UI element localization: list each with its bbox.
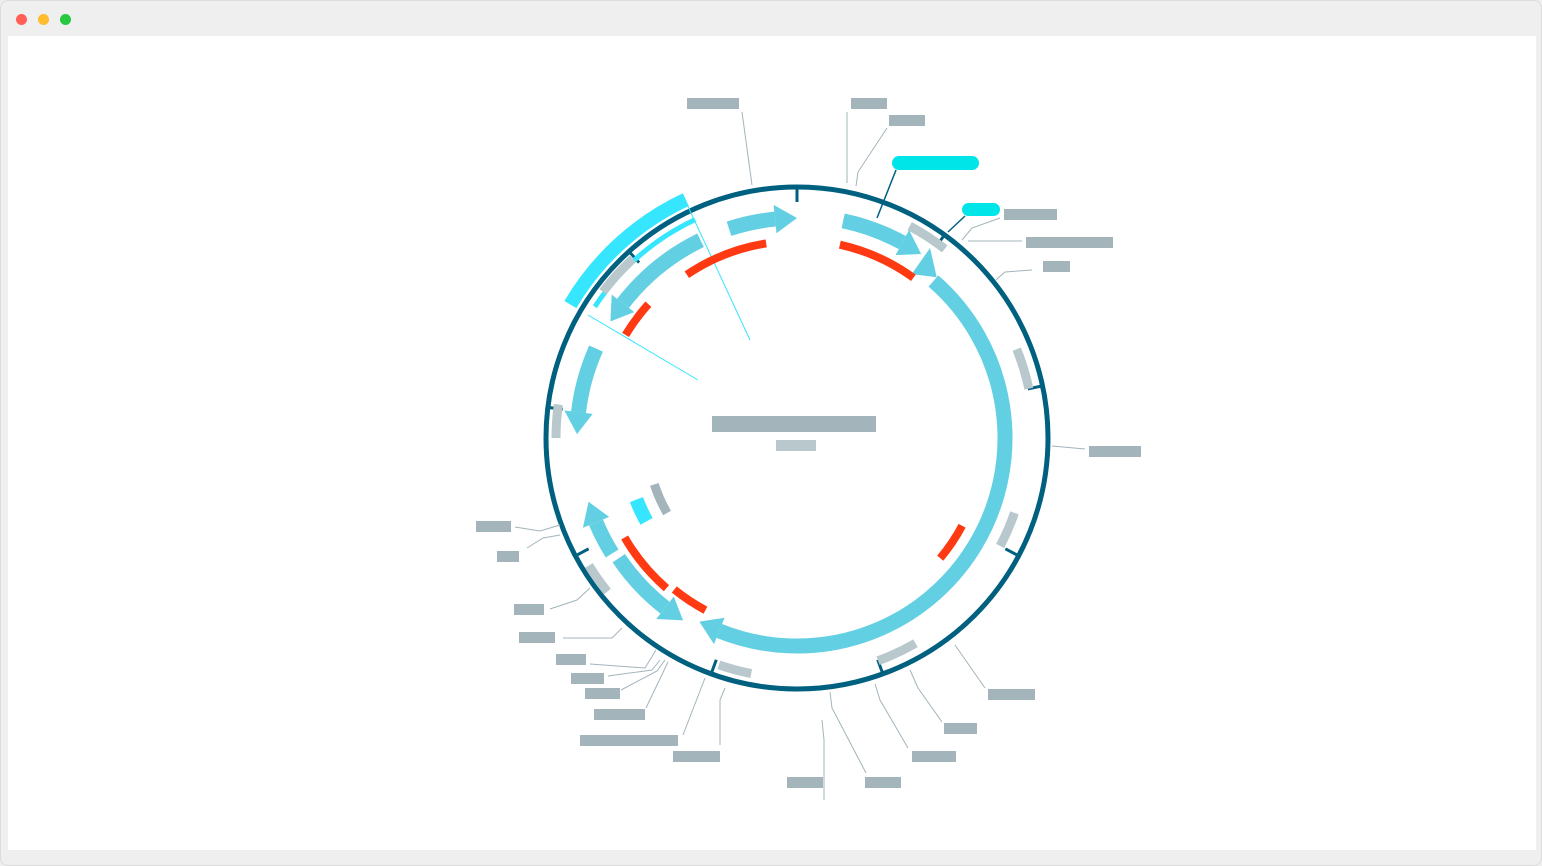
leader-line [995, 269, 1033, 281]
feature-arrow-head[interactable] [656, 596, 684, 621]
feature-label[interactable] [988, 689, 1035, 700]
feature-arrow[interactable] [716, 275, 1013, 654]
minor-feature[interactable] [996, 511, 1019, 549]
minor-feature[interactable] [551, 403, 563, 439]
leader-line [563, 627, 623, 639]
leader-line [607, 659, 661, 677]
selected-region-inner[interactable] [592, 217, 697, 309]
feature-arrow-head[interactable] [564, 410, 593, 435]
feature-label[interactable] [851, 98, 887, 109]
feature-arrow-head[interactable] [773, 204, 797, 234]
feature-label[interactable] [787, 777, 823, 788]
leader-line [947, 215, 966, 233]
primer-arc[interactable] [671, 586, 708, 614]
leader-line [526, 534, 561, 549]
leader-line [589, 649, 657, 669]
feature-label[interactable] [556, 654, 586, 665]
feature-arrow-head[interactable] [610, 294, 635, 322]
feature-label[interactable] [476, 521, 511, 532]
leader-line [620, 659, 666, 691]
feature-label[interactable] [673, 751, 720, 762]
feature-arrow[interactable] [571, 345, 603, 414]
minor-feature[interactable] [1012, 347, 1034, 390]
site-tick[interactable] [1027, 384, 1041, 391]
feature-arrow[interactable] [841, 213, 906, 250]
feature-label[interactable] [944, 723, 977, 734]
leader-line [874, 683, 909, 749]
primer-arc[interactable] [838, 240, 916, 282]
leader-line [909, 669, 943, 723]
site-tick[interactable] [576, 547, 590, 557]
feature-label[interactable] [1026, 237, 1113, 248]
feature-arrow[interactable] [612, 553, 670, 614]
plasmid-size-label [776, 440, 816, 451]
feature-label[interactable] [889, 115, 925, 126]
primer-arc[interactable] [937, 523, 966, 561]
leader-line [1051, 445, 1086, 450]
feature-label[interactable] [594, 709, 645, 720]
leader-line [821, 719, 825, 800]
primer-arc[interactable] [621, 535, 670, 592]
leader-line [514, 524, 561, 532]
selected-region-outer[interactable] [564, 193, 689, 309]
highlighted-site-label[interactable] [962, 203, 1000, 216]
site-tick[interactable] [1004, 547, 1018, 557]
selection-guide-line [587, 314, 699, 381]
primer-arc[interactable] [684, 239, 767, 279]
highlighted-feature-label[interactable] [892, 156, 979, 170]
leader-line [719, 687, 726, 745]
feature-arrow-head[interactable] [582, 501, 610, 528]
feature-label[interactable] [1004, 209, 1057, 220]
feature-arrow-small[interactable] [911, 247, 937, 278]
backbone-ring [543, 184, 1051, 692]
leader-line [876, 169, 897, 219]
minor-feature[interactable] [585, 563, 611, 595]
plasmid-map-canvas [8, 36, 1536, 850]
feature-label[interactable] [912, 751, 956, 762]
site-tick[interactable] [876, 659, 884, 673]
leader-line [954, 644, 986, 689]
leader-line [682, 677, 706, 736]
feature-label[interactable] [519, 632, 555, 643]
feature-arrow-head[interactable] [895, 230, 922, 256]
site-tick[interactable] [710, 659, 718, 673]
minor-feature[interactable] [876, 639, 918, 665]
primer-arc[interactable] [622, 301, 652, 338]
window-minimize-button[interactable] [38, 14, 49, 25]
window-maximize-button[interactable] [60, 14, 71, 25]
feature-label[interactable] [865, 777, 901, 788]
feature-arrow[interactable] [617, 233, 704, 309]
feature-label[interactable] [580, 735, 678, 746]
feature-label[interactable] [514, 604, 544, 615]
feature-arrow-head[interactable] [699, 617, 725, 645]
feature-label[interactable] [687, 98, 739, 109]
feature-arrow[interactable] [589, 519, 619, 558]
minor-feature[interactable] [717, 660, 753, 679]
feature-label[interactable] [571, 673, 604, 684]
leader-line [741, 111, 753, 186]
plasmid-name-label [712, 416, 876, 432]
leader-line [645, 661, 669, 709]
feature-label[interactable] [585, 688, 620, 699]
selection-guide-line [684, 199, 751, 341]
leader-line [829, 691, 867, 774]
leader-line [855, 127, 888, 187]
small-cyan-feature[interactable] [629, 497, 653, 525]
feature-label[interactable] [497, 551, 519, 562]
feature-label[interactable] [1089, 446, 1141, 457]
minor-feature[interactable] [907, 222, 948, 253]
minor-feature-inner[interactable] [650, 482, 672, 516]
minor-feature[interactable] [599, 255, 636, 295]
leader-line [549, 587, 591, 610]
feature-arrow[interactable] [726, 211, 776, 236]
feature-label[interactable] [1043, 261, 1070, 272]
leader-line [961, 217, 1001, 241]
window-close-button[interactable] [16, 14, 27, 25]
